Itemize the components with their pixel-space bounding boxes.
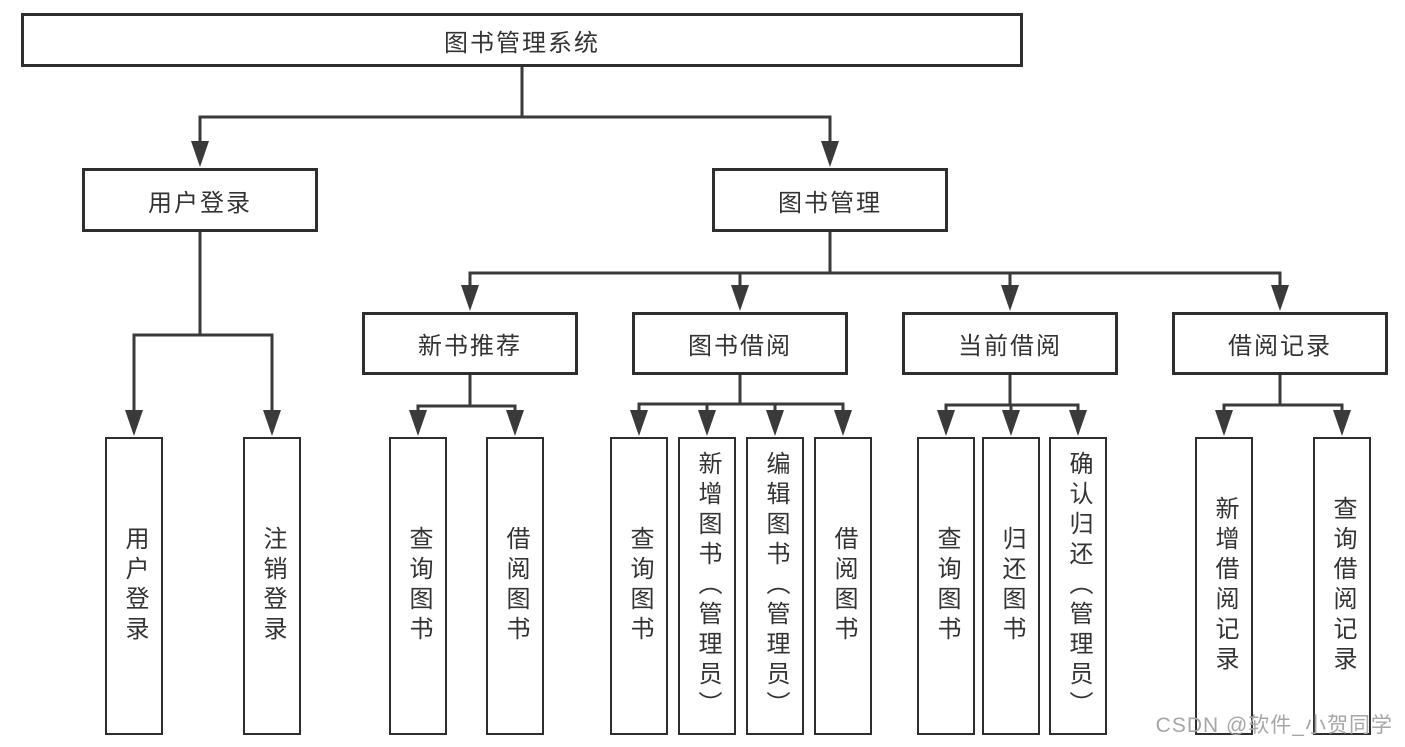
node-label: 确认归还（管理员）: [1065, 451, 1092, 721]
arrowhead-icon: [125, 410, 143, 436]
node-label: 查询图书: [405, 526, 432, 646]
node-new-book-recommend: 新书推荐: [362, 312, 578, 375]
edge-from-new-book-recommend: [416, 373, 517, 427]
arrowhead-icon: [461, 285, 479, 311]
node-label: 用户登录: [148, 189, 252, 217]
node-leaf-edit-books: 编辑图书（管理员）: [746, 437, 804, 735]
arrowhead-icon: [409, 410, 427, 436]
arrowhead-icon: [1271, 285, 1289, 311]
node-label: 注销登录: [259, 526, 286, 646]
node-leaf-query-books-2: 查询图书: [610, 437, 668, 735]
arrowhead-icon: [1069, 410, 1087, 436]
node-label: 查询图书: [626, 526, 653, 646]
node-label: 归还图书: [998, 526, 1025, 646]
arrowhead-icon: [766, 410, 784, 436]
node-leaf-borrow-books-1: 借阅图书: [486, 437, 544, 735]
node-label: 借阅图书: [830, 526, 857, 646]
node-label: 借阅图书: [502, 526, 529, 646]
edge-from-book-borrowing: [637, 373, 845, 427]
node-leaf-borrow-books-2: 借阅图书: [814, 437, 872, 735]
node-label: 新增借阅记录: [1211, 496, 1238, 676]
node-leaf-user-login: 用户登录: [105, 437, 163, 735]
node-label: 图书借阅: [688, 333, 792, 360]
node-label: 查询借阅记录: [1329, 496, 1356, 676]
edge-from-borrowing-records: [1222, 373, 1344, 427]
arrowhead-icon: [937, 410, 955, 436]
node-label: 编辑图书（管理员）: [762, 451, 789, 721]
node-current-borrowing: 当前借阅: [902, 312, 1118, 375]
arrowhead-icon: [263, 410, 281, 436]
arrowhead-icon: [1002, 410, 1020, 436]
node-label: 用户登录: [121, 526, 148, 646]
node-label: 借阅记录: [1228, 333, 1332, 360]
node-label: 当前借阅: [958, 333, 1062, 360]
node-label: 图书管理系统: [444, 29, 600, 57]
edge-from-root: [198, 65, 832, 158]
node-leaf-confirm-return: 确认归还（管理员）: [1049, 437, 1107, 735]
node-leaf-query-borrow-record: 查询借阅记录: [1313, 437, 1371, 735]
arrowhead-icon: [834, 410, 852, 436]
node-label: 新增图书（管理员）: [694, 451, 721, 721]
node-label: 图书管理: [778, 189, 882, 217]
node-book-management: 图书管理: [712, 168, 948, 232]
edge-from-user-login: [132, 230, 274, 427]
watermark: CSDN @软件_小贺同学: [1155, 714, 1393, 737]
arrowhead-icon: [731, 285, 749, 311]
node-leaf-add-borrow-record: 新增借阅记录: [1195, 437, 1253, 735]
node-leaf-query-books-1: 查询图书: [389, 437, 447, 735]
node-leaf-logout: 注销登录: [243, 437, 301, 735]
node-label: 查询图书: [933, 526, 960, 646]
node-root: 图书管理系统: [21, 13, 1023, 67]
node-leaf-query-books-3: 查询图书: [917, 437, 975, 735]
arrowhead-icon: [1333, 410, 1351, 436]
node-user-login: 用户登录: [82, 168, 318, 232]
arrowhead-icon: [630, 410, 648, 436]
node-leaf-add-books: 新增图书（管理员）: [678, 437, 736, 735]
arrowhead-icon: [506, 410, 524, 436]
arrowhead-icon: [1001, 285, 1019, 311]
edge-from-book-management: [468, 230, 1282, 302]
node-leaf-return-books: 归还图书: [982, 437, 1040, 735]
node-borrowing-records: 借阅记录: [1172, 312, 1388, 375]
arrowhead-icon: [698, 410, 716, 436]
arrowhead-icon: [1215, 410, 1233, 436]
node-book-borrowing: 图书借阅: [632, 312, 848, 375]
arrowhead-icon: [191, 141, 209, 167]
node-label: 新书推荐: [418, 333, 522, 360]
arrowhead-icon: [821, 141, 839, 167]
